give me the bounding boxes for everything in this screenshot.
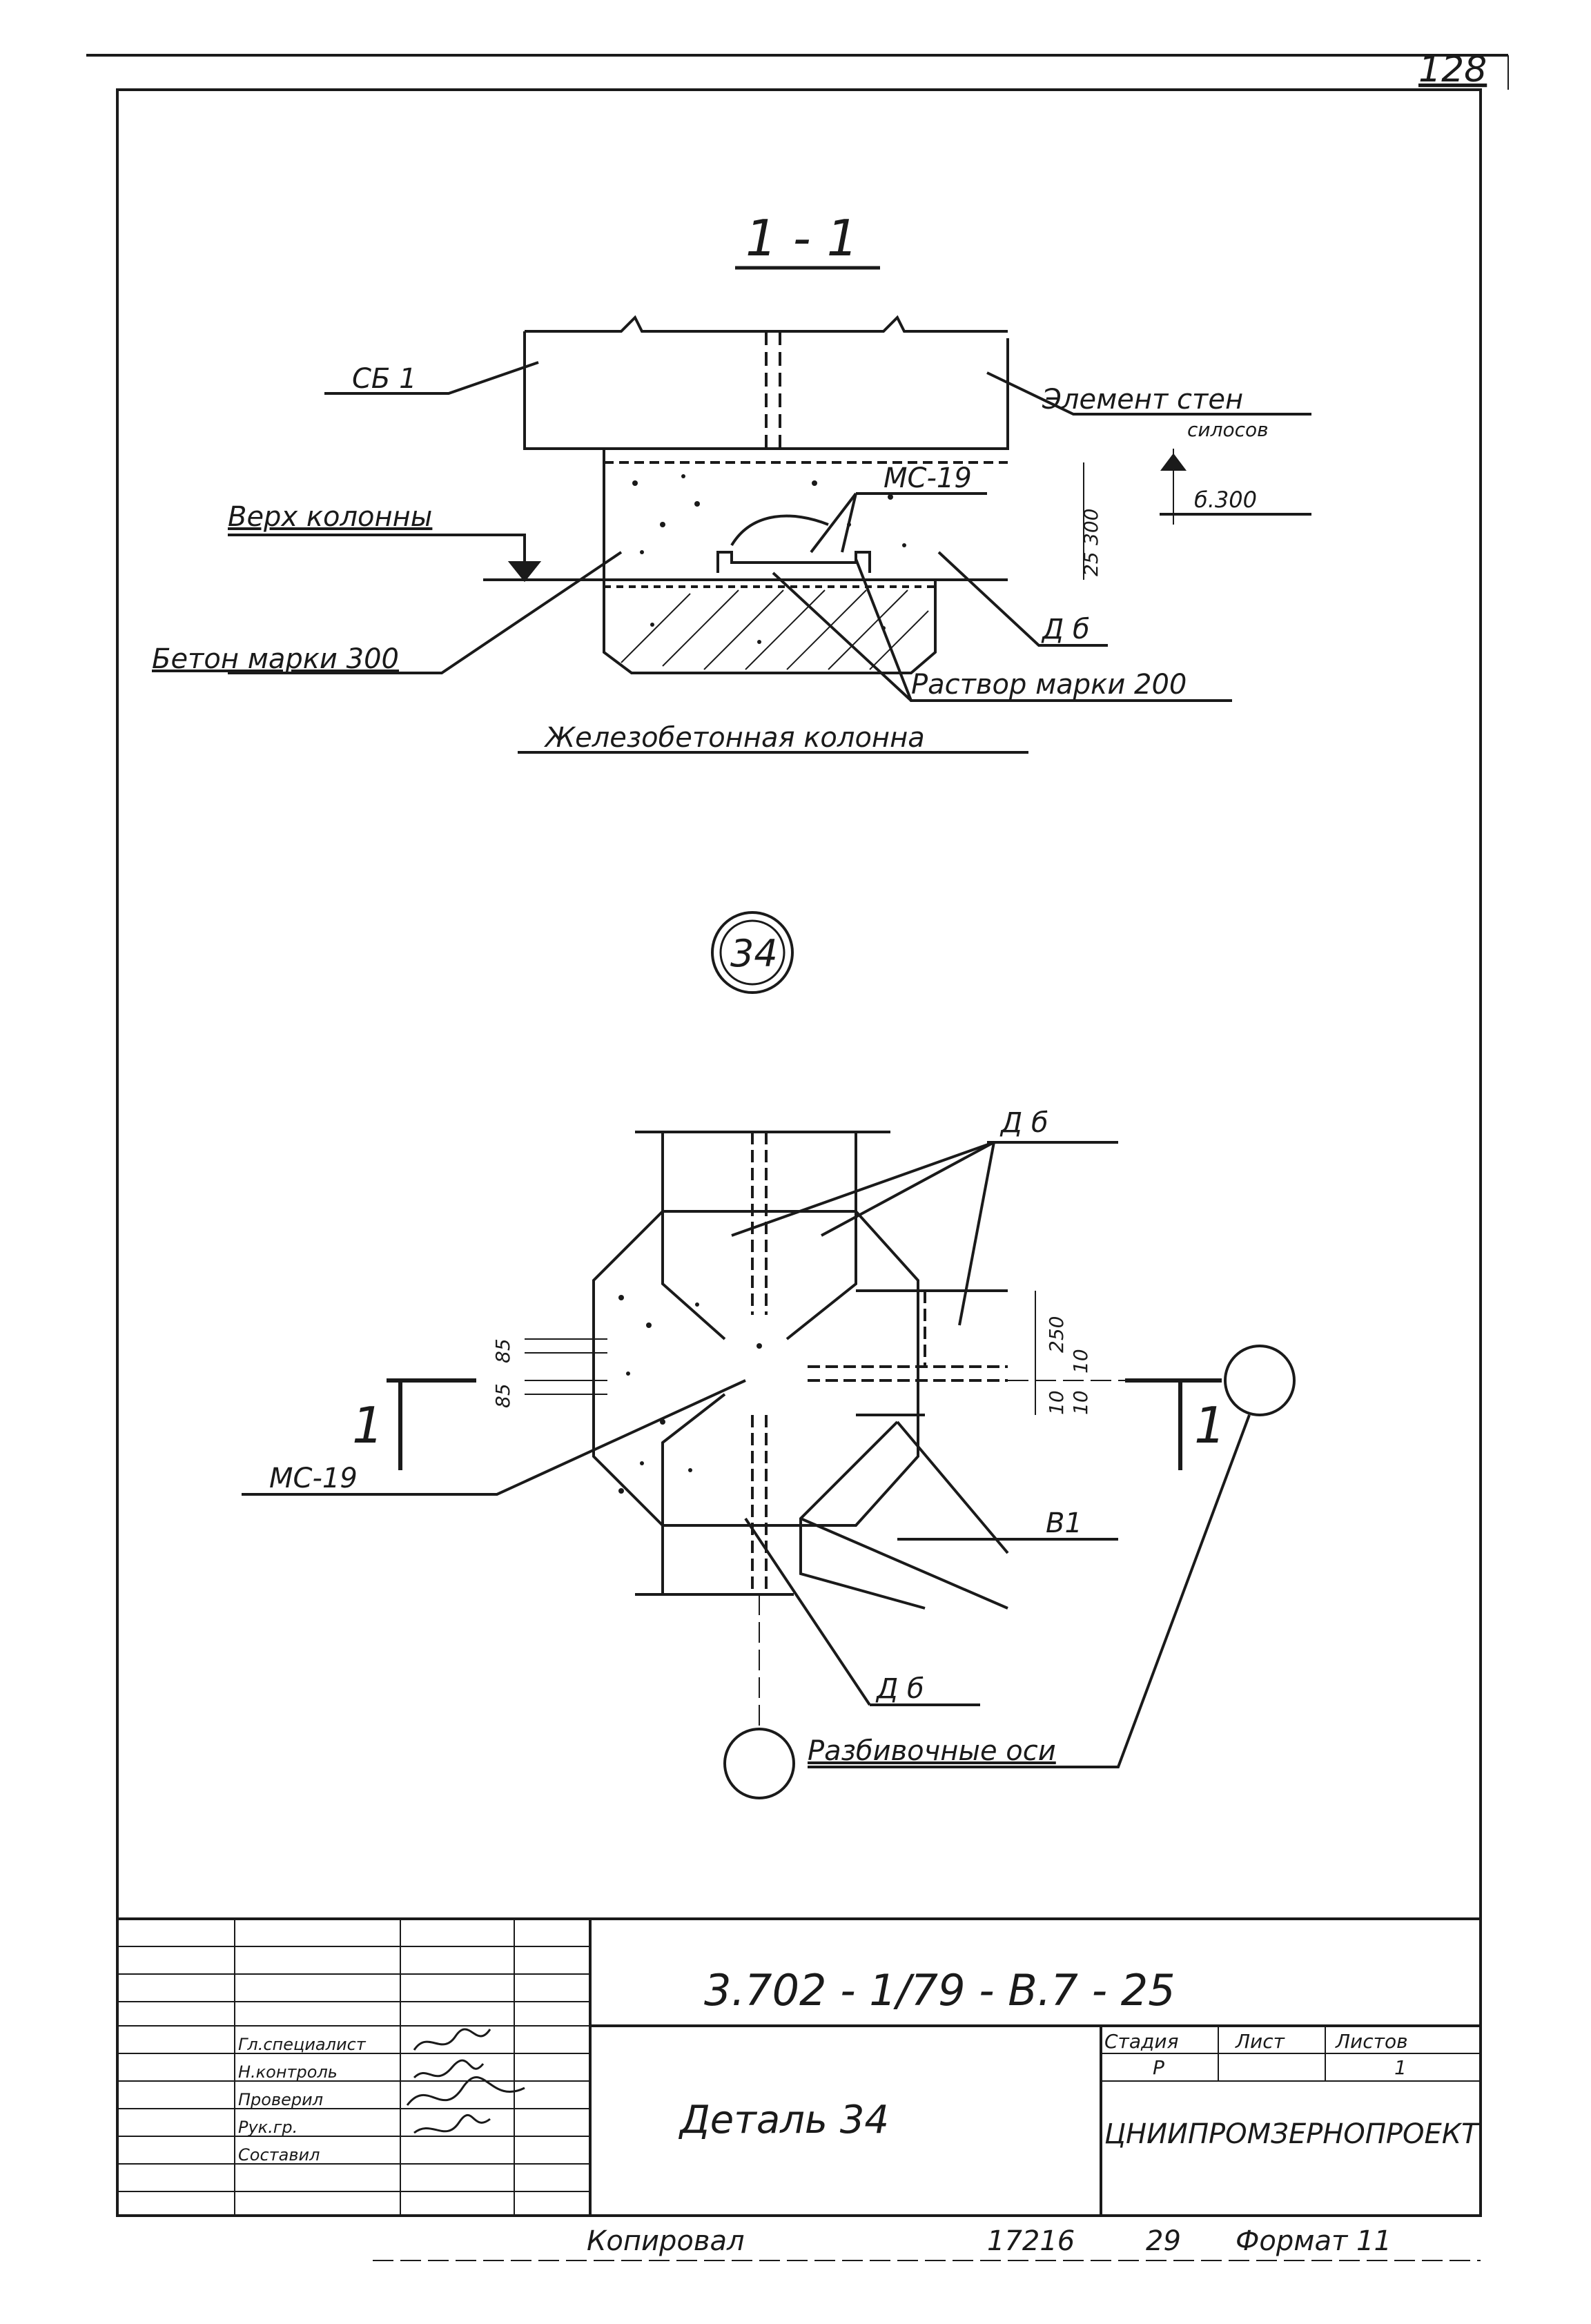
label-column: Железобетонная колонна [543, 722, 925, 754]
label-db-section: Д б [1041, 614, 1090, 645]
elevation: б.300 [1194, 487, 1257, 513]
plan-aggregate [618, 1295, 762, 1494]
footer-format: Формат 11 [1236, 2225, 1392, 2257]
dim-25: 25 [1080, 551, 1102, 576]
dim-250: 250 [1045, 1316, 1068, 1353]
detail-bubble: 34 [711, 911, 794, 994]
label-db-plan-top: Д б [999, 1107, 1048, 1139]
label-wall-element: Элемент стен [1042, 384, 1243, 416]
dim-10c: 10 [1069, 1390, 1092, 1415]
section-title: 1 - 1 [745, 209, 858, 267]
title-block [117, 1917, 1481, 2216]
dim-300: 300 [1080, 509, 1102, 545]
sheets-header: Листов [1335, 2030, 1408, 2053]
signatures [406, 2028, 525, 2134]
label-b1: В1 [1046, 1507, 1082, 1539]
role-2: Н.контроль [238, 2062, 338, 2082]
label-mark-plan: МС-19 [269, 1463, 358, 1494]
dim-85b: 85 [491, 1383, 514, 1408]
sheet-frame [86, 54, 1509, 2217]
detail-number: 34 [730, 932, 778, 975]
footer-page: 29 [1146, 2225, 1181, 2257]
label-mortar: Раствор марки 200 [911, 669, 1187, 701]
label-axes: Разбивочные оси [808, 1735, 1056, 1767]
role-5: Составил [238, 2145, 320, 2165]
footer-number: 17216 [987, 2225, 1075, 2257]
label-sb1: СБ 1 [352, 363, 417, 395]
cut-label-right: 1 [1194, 1396, 1226, 1454]
label-mark-section: МС-19 [884, 462, 972, 494]
footer-copied: Копировал [587, 2225, 745, 2257]
organization: ЦНИИПРОМЗЕРНОПРОЕКТ [1104, 2118, 1481, 2150]
role-3: Проверил [238, 2090, 323, 2109]
role-1: Гл.специалист [238, 2035, 367, 2054]
label-wall-element-2: силосов [1187, 418, 1269, 441]
plan-drawing [242, 1131, 1296, 1799]
sheets-value: 1 [1394, 2056, 1407, 2079]
doc-title: Деталь 34 [678, 2098, 889, 2142]
dim-10b: 10 [1045, 1390, 1068, 1415]
stage-value: Р [1153, 2056, 1164, 2079]
section-drawing [228, 315, 1311, 754]
footer: Копировал 17216 29 Формат 11 [373, 2225, 1481, 2261]
stage-header: Стадия [1104, 2030, 1178, 2053]
role-4: Рук.гр. [238, 2118, 297, 2137]
sheet-number: 128 [1418, 49, 1487, 90]
label-db-plan-bottom: Д б [875, 1673, 924, 1705]
dim-85: 85 [491, 1338, 514, 1363]
label-concrete: Бетон марки 300 [152, 643, 399, 675]
cut-label-left: 1 [352, 1396, 384, 1454]
label-column-top: Верх колонны [228, 501, 432, 533]
dim-10a: 10 [1069, 1349, 1092, 1374]
doc-code: 3.702 - 1/79 - В.7 - 25 [704, 1965, 1175, 2015]
sheet-header: Лист [1235, 2030, 1285, 2053]
